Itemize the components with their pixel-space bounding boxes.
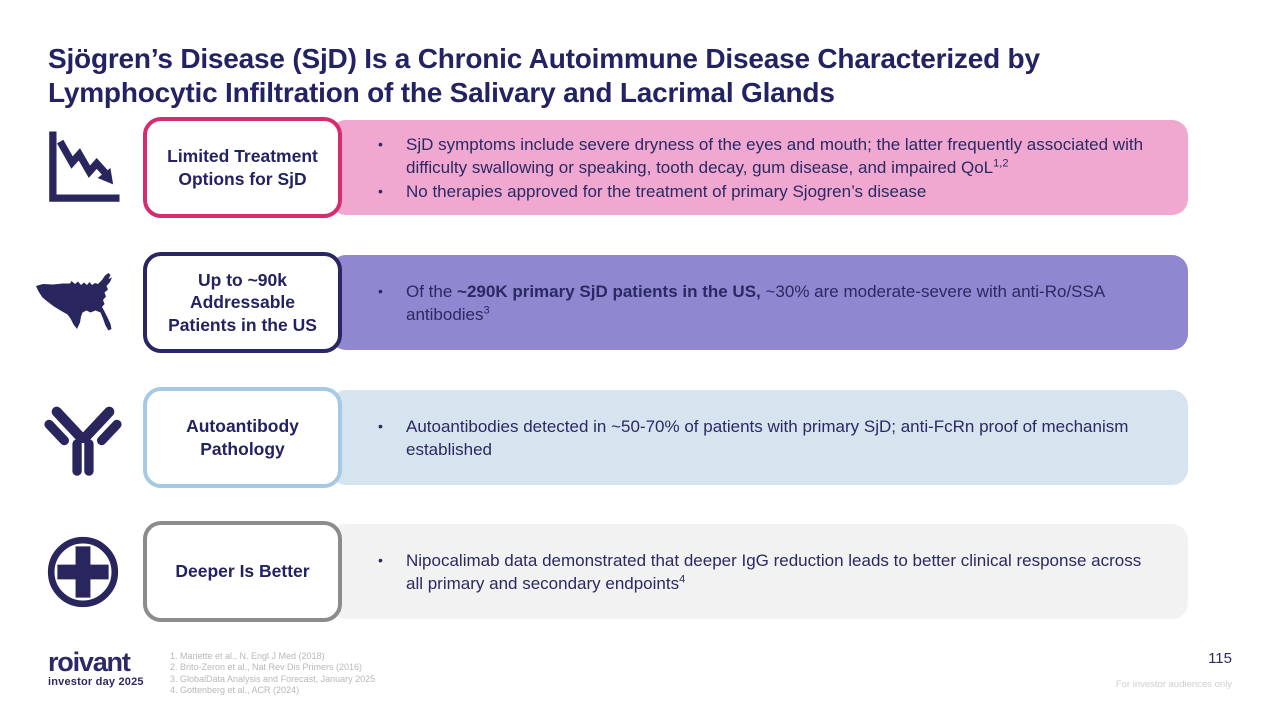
bullet-dot: • (378, 417, 383, 434)
footnote-1: 1. Mariette et al., N. Engl J Med (2018) (170, 651, 325, 661)
roivant-logo: roivant investor day 2025 (48, 647, 144, 689)
medical-cross-icon (28, 524, 138, 619)
bullet-text: Of the ~290K primary SjD patients in the… (406, 281, 1105, 324)
investor-day-label: investor day 2025 (48, 676, 144, 688)
footnotes: 1. Mariette et al., N. Engl J Med (2018)… (170, 651, 375, 696)
bullet-text: Nipocalimab data demonstrated that deepe… (406, 550, 1142, 593)
autoantibody-pathology-bar: • Autoantibodies detected in ~50-70% of … (330, 390, 1188, 485)
label-limited-treatment-options: Limited Treatment Options for SjD (143, 117, 342, 218)
limited-treatment-bar: • SjD symptoms include severe dryness of… (330, 120, 1188, 215)
footnote-marker: 3 (483, 303, 490, 316)
antibody-icon (28, 390, 138, 485)
bullet-text: SjD symptoms include severe dryness of t… (406, 134, 1144, 177)
bullet-item: • Nipocalimab data demonstrated that dee… (330, 549, 1162, 595)
bullet-item: • Of the ~290K primary SjD patients in t… (330, 280, 1162, 326)
label-line: Patients in the US (168, 314, 317, 335)
row-autoantibody-pathology: Autoantibody Pathology • Autoantibodies … (0, 387, 1280, 488)
bullet-text: No therapies approved for the treatment … (406, 181, 927, 201)
label-line: Deeper Is Better (175, 561, 310, 582)
label-deeper-is-better: Deeper Is Better (143, 521, 342, 622)
audience-disclaimer: For investor audiences only (1115, 679, 1232, 690)
bullet-item: • SjD symptoms include severe dryness of… (330, 133, 1162, 179)
footnote-2: 2. Brito-Zeron et al., Nat Rev Dis Prime… (170, 662, 363, 673)
bullet-item: • Autoantibodies detected in ~50-70% of … (330, 415, 1162, 461)
footnote-marker: 4 (679, 572, 686, 585)
footnote-4: 4. Gottenberg et al., ACR (2024) (170, 684, 300, 695)
bullet-item: • No therapies approved for the treatmen… (330, 180, 1162, 203)
row-addressable-patients: Up to ~90k Addressable Patients in the U… (0, 252, 1280, 353)
row-deeper-is-better: Deeper Is Better • Nipocalimab data demo… (0, 521, 1280, 622)
bullet-dot: • (378, 551, 383, 568)
footnote-marker: 1,2 (993, 156, 1009, 169)
footnote-3: 3. GlobalData Analysis and Forecast, Jan… (170, 673, 376, 684)
roivant-wordmark: roivant (48, 647, 131, 677)
label-line: Limited Treatment (167, 146, 318, 167)
label-line: Up to ~90k (198, 270, 287, 291)
us-map-icon (28, 255, 138, 350)
page-title: Sjögren’s Disease (SjD) Is a Chronic Aut… (48, 42, 1238, 110)
row-limited-treatment: Limited Treatment Options for SjD • SjD … (0, 117, 1280, 218)
label-autoantibody-pathology: Autoantibody Pathology (143, 387, 342, 488)
label-line: Options for SjD (178, 168, 307, 189)
page-number: 115 (1208, 650, 1232, 667)
bullet-dot: • (378, 135, 383, 152)
bullet-dot: • (378, 182, 383, 199)
declining-chart-icon (28, 120, 138, 215)
label-line: Pathology (200, 438, 285, 459)
title-line-2: Lymphocytic Infiltration of the Salivary… (48, 77, 835, 108)
label-addressable-patients: Up to ~90k Addressable Patients in the U… (143, 252, 342, 353)
addressable-patients-bar: • Of the ~290K primary SjD patients in t… (330, 255, 1188, 350)
bullet-text: Autoantibodies detected in ~50-70% of pa… (406, 416, 1129, 459)
deeper-is-better-bar: • Nipocalimab data demonstrated that dee… (330, 524, 1188, 619)
title-line-1: Sjögren’s Disease (SjD) Is a Chronic Aut… (48, 43, 1040, 74)
label-line: Addressable (189, 292, 296, 313)
label-line: Autoantibody (186, 416, 299, 437)
bullet-dot: • (378, 282, 383, 299)
